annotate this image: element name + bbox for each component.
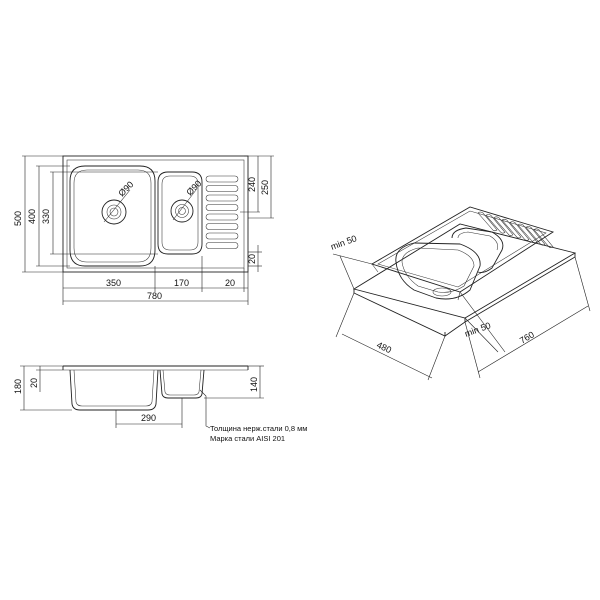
iso-drain-groove xyxy=(501,218,522,239)
countertop-outline xyxy=(352,223,577,319)
iso-drain-groove xyxy=(477,211,498,232)
iso-drain-groove xyxy=(509,221,530,241)
drain-big-label: Ø90 xyxy=(116,179,135,198)
iso-drain-groove xyxy=(525,226,546,246)
dim-min50-bottom: min 50 xyxy=(463,320,492,339)
dim-780: 780 xyxy=(147,291,162,301)
iso-drainboard-grooves xyxy=(477,211,554,248)
note-thickness: Толщина нерж.стали 0,8 мм xyxy=(210,424,307,433)
iso-view: min 50 480 min 50 760 xyxy=(329,206,591,381)
dim-min50-top: min 50 xyxy=(329,233,358,252)
sink-outline xyxy=(62,155,249,273)
iso-drain-groove xyxy=(485,214,506,234)
iso-drain-groove xyxy=(517,223,538,244)
big-drain xyxy=(101,199,127,225)
small-drain xyxy=(170,199,194,223)
drain-groove xyxy=(205,213,239,221)
small-bowl-profile xyxy=(159,369,205,399)
drain-groove xyxy=(205,185,239,192)
dim-250: 250 xyxy=(260,180,270,195)
dim-180: 180 xyxy=(13,379,23,394)
dim-760: 760 xyxy=(518,329,536,345)
drain-groove xyxy=(205,194,239,202)
drain-groove xyxy=(205,223,239,230)
big-bowl-profile xyxy=(69,369,159,411)
small-bowl xyxy=(157,171,203,255)
drainboard-grooves xyxy=(205,175,239,249)
iso-big-bowl xyxy=(395,242,481,300)
dim-240: 240 xyxy=(247,177,257,192)
dim-350: 350 xyxy=(106,278,121,288)
side-view: 180 20 140 290 Толщина нерж.стали 0,8 мм… xyxy=(13,365,307,443)
drain-small-label: Ø90 xyxy=(184,178,203,197)
dim-20-bottom: 20 xyxy=(225,278,235,288)
iso-small-bowl xyxy=(451,227,504,273)
dim-140: 140 xyxy=(249,377,259,392)
dim-480: 480 xyxy=(375,340,393,355)
drain-groove xyxy=(205,242,239,249)
dim-330: 330 xyxy=(41,209,51,224)
drain-groove xyxy=(205,175,239,183)
drain-groove xyxy=(205,232,239,240)
iso-drain-groove xyxy=(533,228,554,248)
dim-20-right: 20 xyxy=(247,254,257,264)
big-bowl xyxy=(69,165,156,267)
dim-500: 500 xyxy=(13,211,23,226)
iso-drain-groove xyxy=(493,216,514,236)
dim-20-side: 20 xyxy=(29,378,39,388)
dim-290: 290 xyxy=(141,413,156,423)
top-view: Ø90 Ø90 350 170 20 780 500 400 330 xyxy=(13,155,274,305)
dim-170: 170 xyxy=(174,278,189,288)
note-steel-grade: Марка стали AISI 201 xyxy=(210,434,285,443)
drain-groove xyxy=(205,204,239,211)
dim-400: 400 xyxy=(27,209,37,224)
sink-rim xyxy=(370,206,555,293)
